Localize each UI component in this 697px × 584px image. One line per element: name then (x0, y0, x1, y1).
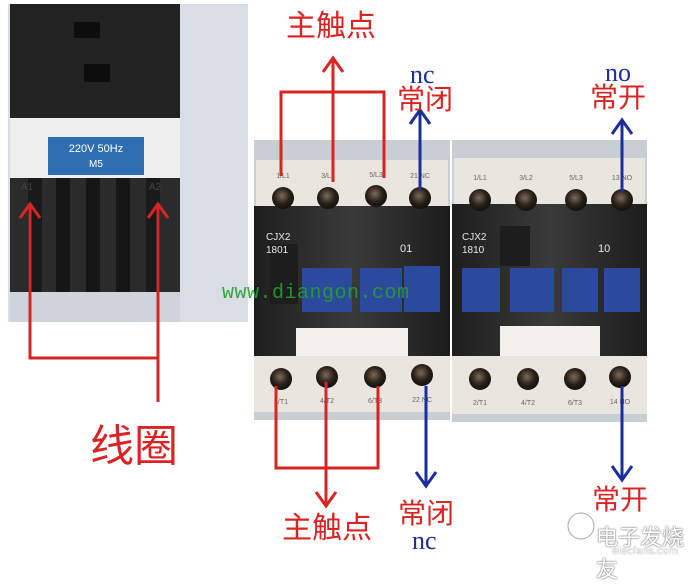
terminal-1801-bottom-3: 6/T3 (368, 398, 382, 405)
nc-top-arrow (408, 107, 432, 190)
label-no-top: no (605, 58, 631, 87)
coil-rating-line1: 220V 50Hz (69, 143, 123, 155)
watermark: www.diangon.com (222, 282, 410, 305)
label-nc-bottom-cn: 常闭 (398, 497, 455, 530)
label-nc-top-cn: 常闭 (397, 83, 454, 116)
logo-subtext: elecfans.com (612, 546, 679, 557)
main-contact-top-bracket (279, 55, 386, 182)
terminal-1810-top-1: 1/L1 (473, 175, 487, 182)
coil-bracket (18, 201, 170, 402)
label-nc-bottom: nc (412, 526, 437, 555)
screw-1810-l1 (469, 189, 491, 211)
screw-1801-t2 (316, 366, 338, 388)
aux-code-1810: 10 (598, 243, 610, 255)
illustration: 220V 50Hz M5 A1 A2 1/L1 3/L2 5/L3 21 NC … (8, 4, 647, 541)
label-main-contact-top: 主触点 (286, 9, 376, 44)
label-no-bottom-cn: 常开 (592, 483, 649, 516)
contactor-diagram: 220V 50Hz M5 A1 A2 1/L1 3/L2 5/L3 21 NC … (8, 4, 684, 583)
screw-1810-l3 (565, 189, 587, 211)
screw-1801-l3 (365, 185, 387, 207)
elecfans-logo-icon (566, 511, 596, 541)
model-1810-line1: CJX2 (462, 232, 487, 243)
aux-code-1801: 01 (400, 243, 412, 255)
label-no-top-cn: 常开 (590, 81, 647, 114)
terminal-1801-top-3: 5/L3 (369, 172, 383, 179)
screw-1801-21nc (409, 187, 431, 209)
terminal-1801-top-2: 3/L2 (321, 173, 335, 180)
screw-1810-t3 (564, 368, 586, 390)
screw-1801-t3 (364, 366, 386, 388)
coil-nameplate (48, 137, 144, 175)
screw-1810-l2 (515, 189, 537, 211)
screw-1810-13no (611, 189, 633, 211)
screw-1810-t2 (517, 368, 539, 390)
label-nc-top: nc (410, 60, 435, 89)
model-1801-line1: CJX2 (266, 232, 291, 243)
label-main-contact-bottom: 主触点 (282, 511, 372, 546)
screw-1801-l1 (272, 187, 294, 209)
terminal-1810-top-3: 5/L3 (569, 175, 583, 182)
no-bottom-arrow (610, 386, 634, 483)
coil-rating-line2: M5 (89, 159, 103, 170)
screw-1810-t1 (469, 368, 491, 390)
no-top-arrow (610, 117, 634, 192)
label-coil: 线圈 (90, 421, 178, 472)
model-1810-line2: 1810 (462, 245, 485, 256)
terminal-1810-bottom-1: 2/T1 (473, 400, 487, 407)
model-1801-line2: 1801 (266, 245, 289, 256)
terminal-1801-bottom-1: 2/T1 (274, 399, 288, 406)
terminal-1810-top-2: 3/L2 (519, 175, 533, 182)
terminal-1801-bottom-4: 22 NC (412, 397, 432, 404)
coil-terminal-a1: A1 (21, 182, 34, 193)
screw-1801-t1 (270, 368, 292, 390)
screw-1801-l2 (317, 187, 339, 209)
terminal-1810-bottom-2: 4/T2 (521, 400, 535, 407)
terminal-1801-top-1: 1/L1 (276, 173, 290, 180)
screw-1801-22nc (411, 364, 433, 386)
screw-1810-14no (609, 366, 631, 388)
nc-bottom-arrow (414, 386, 438, 489)
coil-terminal-a2: A2 (149, 182, 162, 193)
terminal-1810-bottom-3: 6/T3 (568, 400, 582, 407)
main-contact-bottom-bracket (274, 382, 380, 509)
terminal-1810-bottom-4: 14 NO (610, 399, 631, 406)
